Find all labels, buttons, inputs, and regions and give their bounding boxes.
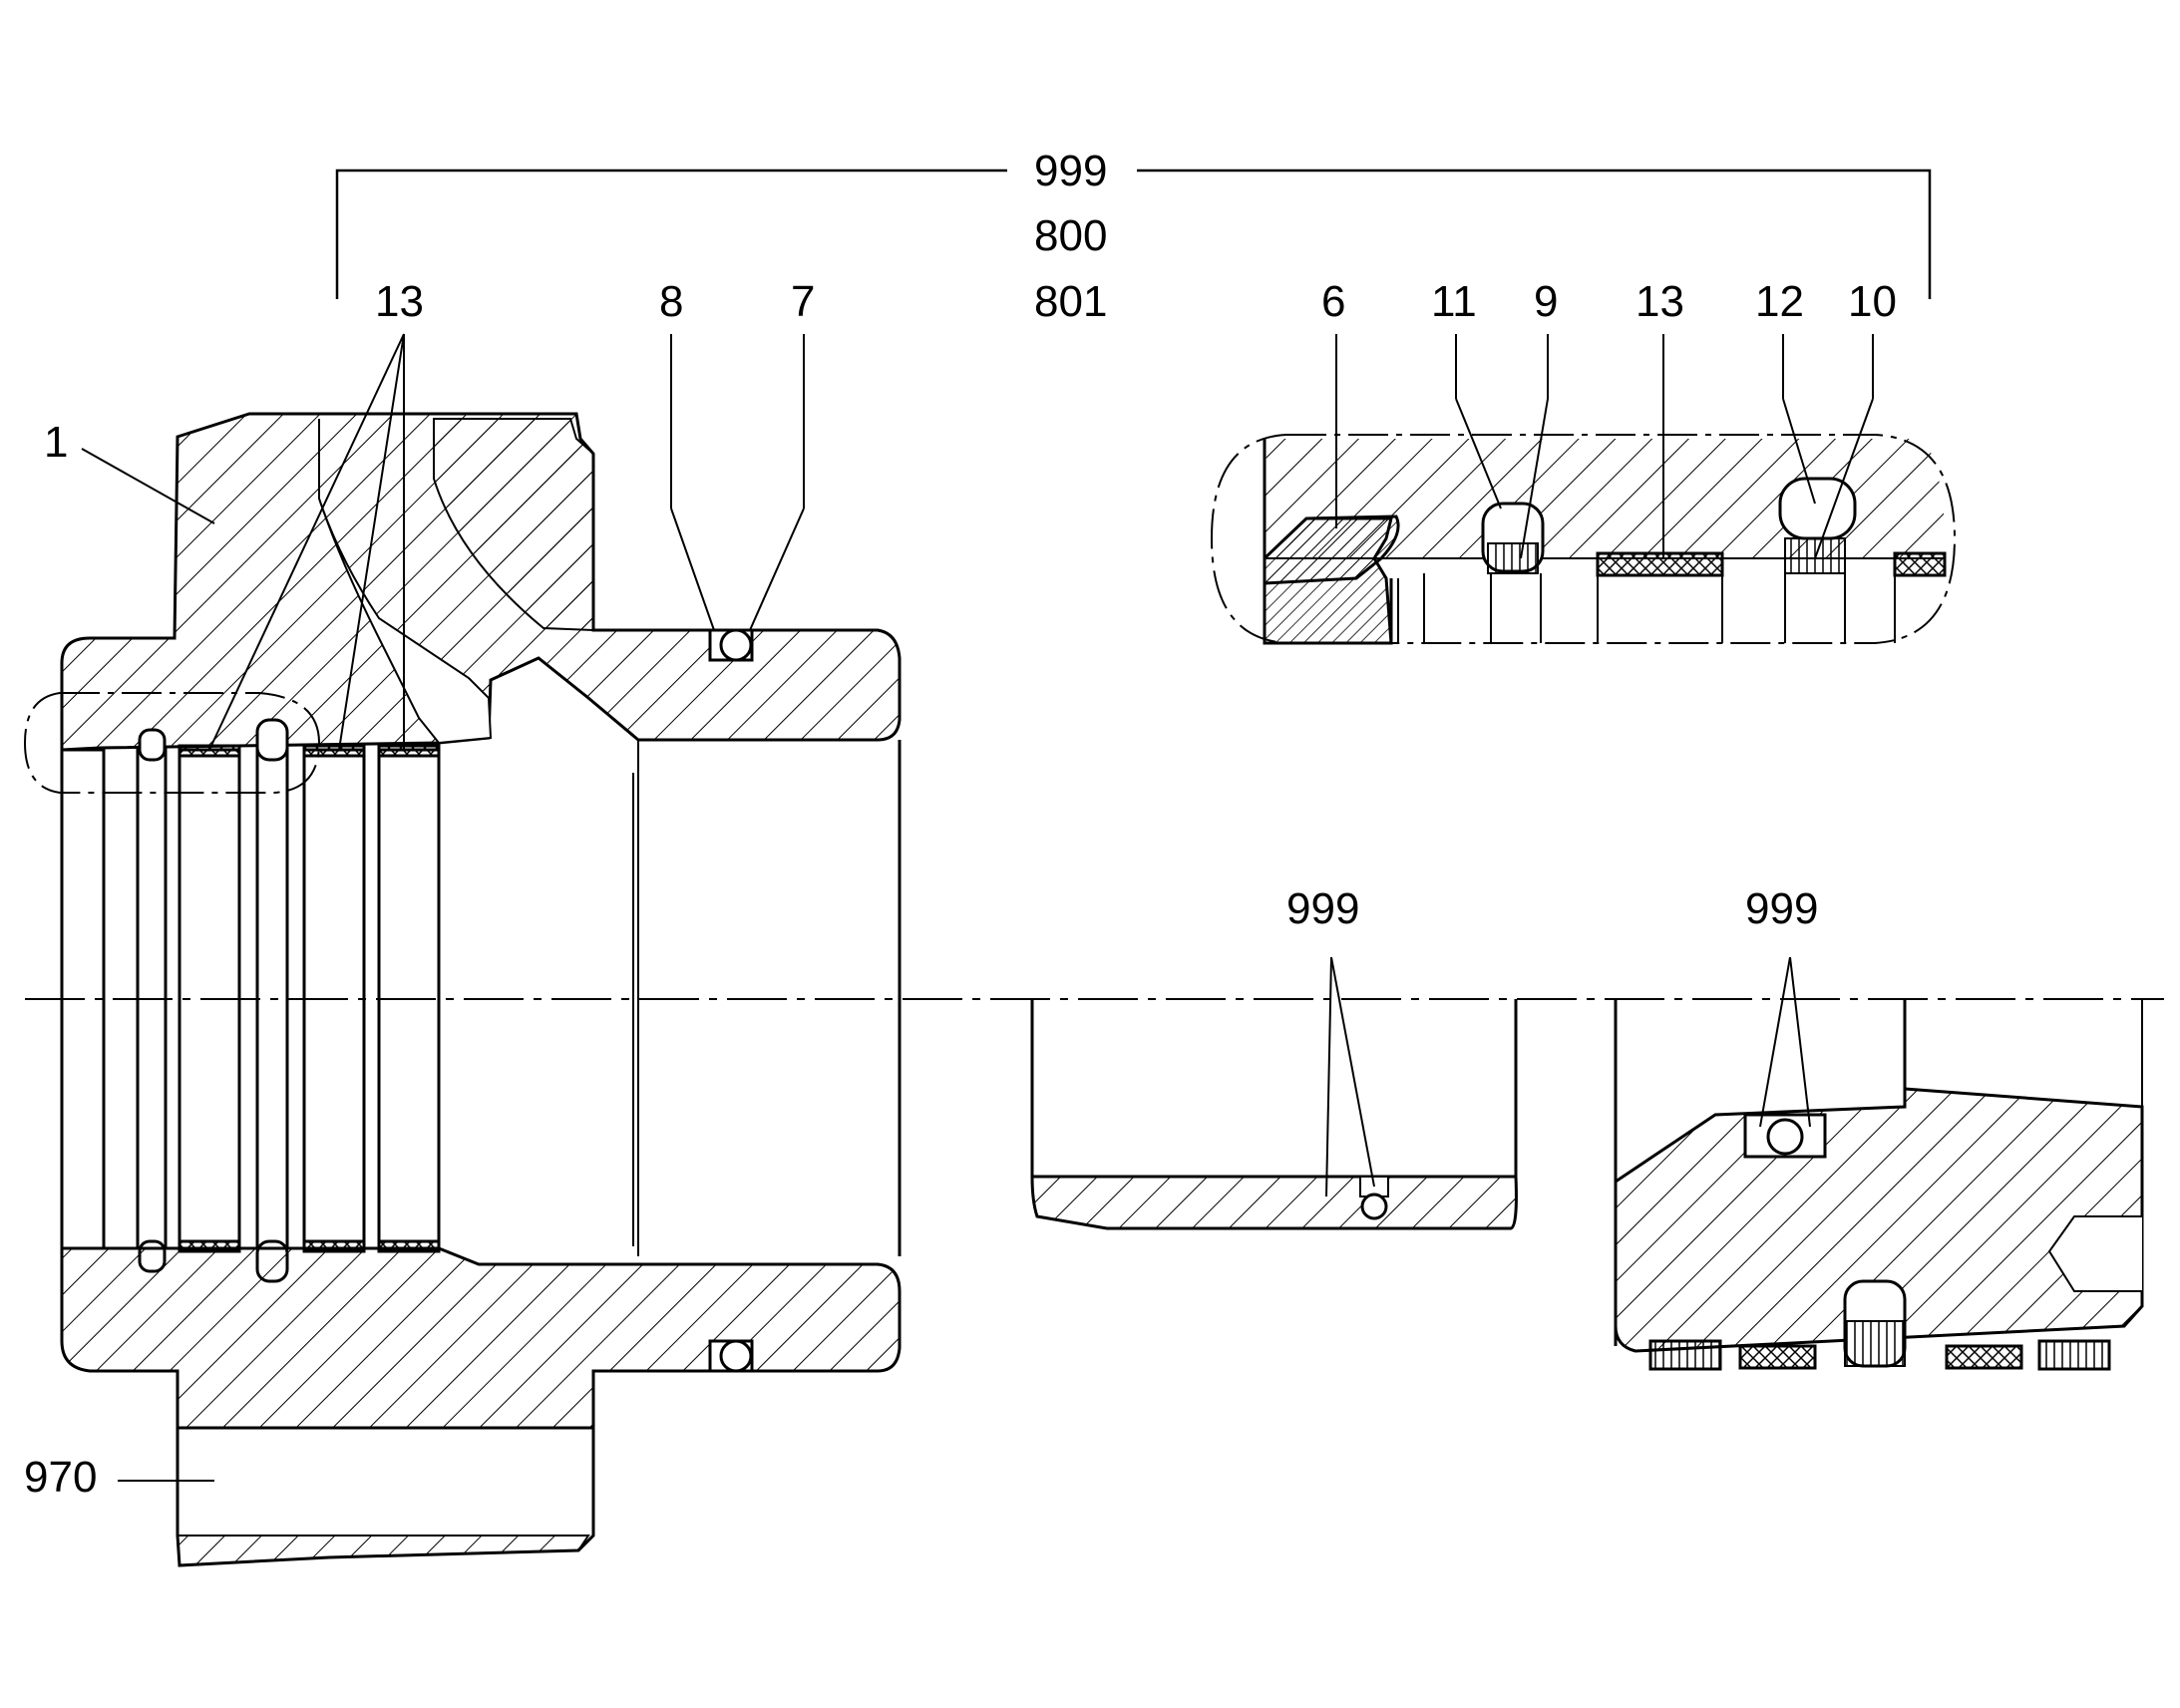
o-ring-bottom (708, 1339, 754, 1373)
bracket-999-right (1137, 169, 1932, 299)
label-9: 9 (1534, 277, 1559, 326)
label-999-top: 999 (1034, 147, 1108, 195)
bracket-999 (335, 169, 1007, 299)
label-12: 12 (1755, 277, 1804, 326)
label-999-right: 999 (1745, 884, 1819, 933)
label-11: 11 (1431, 277, 1477, 326)
label-10: 10 (1848, 277, 1897, 326)
ring-group-left (60, 718, 441, 1283)
label-999-middle: 999 (1286, 884, 1360, 933)
label-13-left: 13 (375, 277, 424, 326)
detail-circle-left (23, 692, 321, 794)
detail-view (1210, 434, 1957, 645)
label-1: 1 (44, 418, 69, 467)
housing-top (60, 412, 902, 752)
label-800: 800 (1034, 211, 1108, 260)
housing-bottom (60, 1246, 902, 1567)
leader-lines (81, 333, 1874, 1482)
label-801: 801 (1034, 277, 1108, 326)
label-7: 7 (791, 277, 816, 326)
label-6: 6 (1321, 277, 1346, 326)
label-970: 970 (24, 1453, 98, 1502)
label-13-right: 13 (1635, 277, 1684, 326)
middle-part (1030, 999, 1518, 1230)
label-8: 8 (659, 277, 684, 326)
right-part (1614, 999, 2144, 1371)
o-ring-top (708, 628, 754, 662)
